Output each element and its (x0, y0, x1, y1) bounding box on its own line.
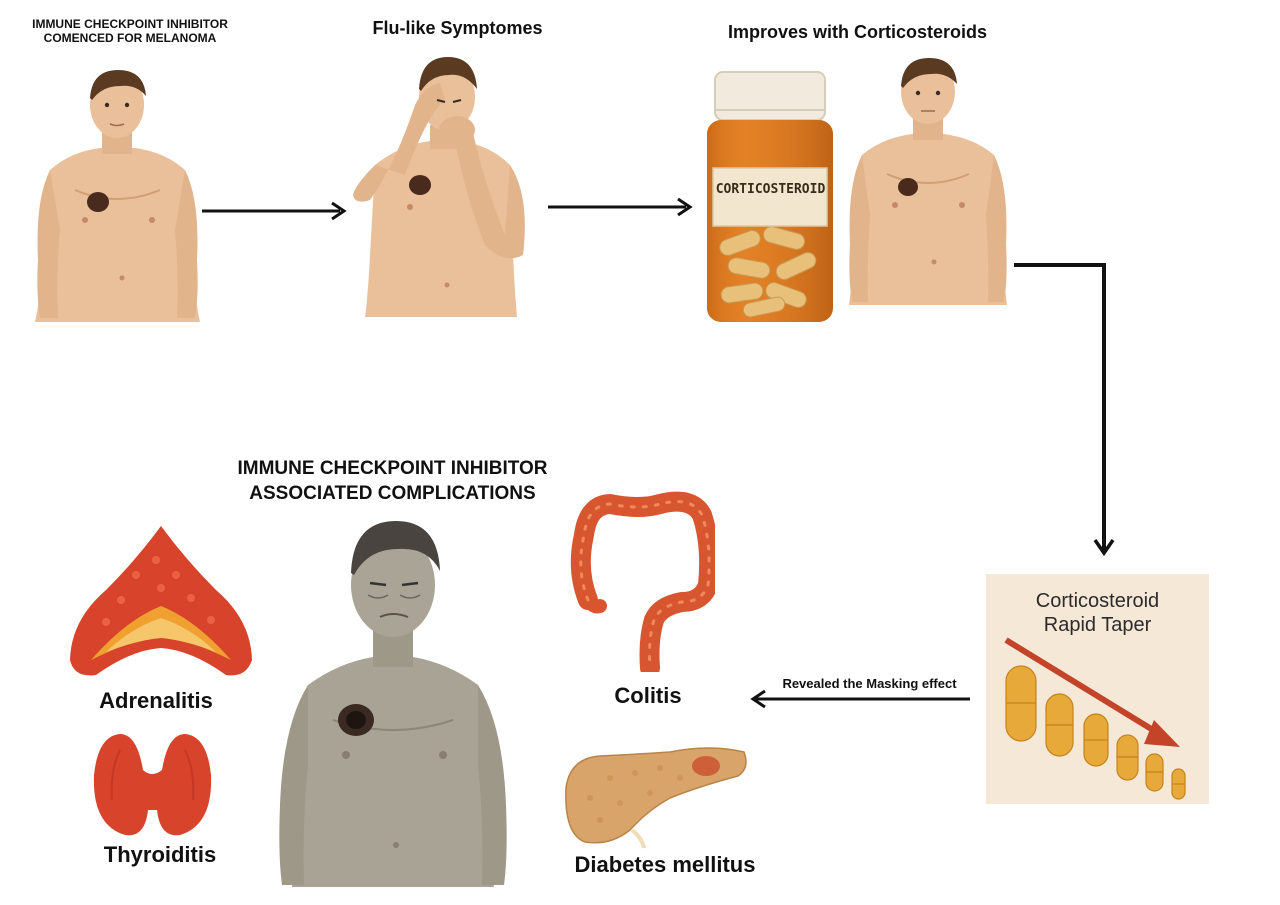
man-figure-start (35, 70, 200, 322)
adrenalitis-label: Adrenalitis (99, 688, 213, 713)
sick-man-figure (279, 521, 507, 887)
flu-caption: Flu-like Symptomes (372, 18, 543, 38)
improves-caption: Improves with Corticosteroids (727, 22, 988, 42)
arrow-1 (202, 201, 347, 221)
colitis-label: Colitis (614, 683, 682, 708)
start-caption: IMMUNE CHECKPOINT INHIBITOR COMENCED FOR… (32, 17, 228, 45)
taper-chart-icon (1004, 637, 1186, 800)
arrow-3 (1014, 263, 1115, 557)
arrow-2 (548, 197, 693, 217)
man-figure-improves (849, 58, 1007, 305)
corticosteroid-bottle-icon (707, 71, 833, 322)
adrenal-gland-icon (70, 526, 252, 676)
man-figure-flu (353, 57, 525, 317)
diabetes-label: Diabetes mellitus (574, 852, 756, 877)
masking-caption: Revealed the Masking effect (782, 676, 957, 691)
taper-title: Corticosteroid Rapid Taper (1035, 590, 1160, 636)
arrow-4 (750, 689, 970, 709)
colon-icon (570, 491, 715, 672)
thyroid-icon (93, 734, 212, 836)
pancreas-icon (565, 747, 747, 849)
thyroiditis-label: Thyroiditis (103, 842, 217, 867)
bottle-label: CORTICOSTEROID (715, 182, 826, 197)
complications-title: IMMUNE CHECKPOINT INHIBITOR ASSOCIATED C… (237, 458, 548, 504)
